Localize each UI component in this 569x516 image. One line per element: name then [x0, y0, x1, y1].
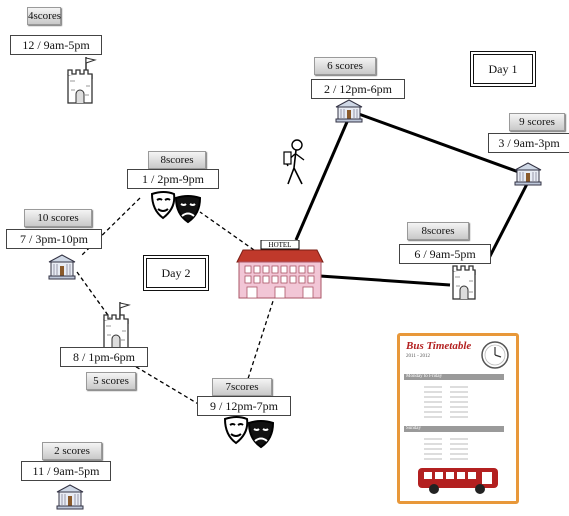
castle-icon: [103, 302, 131, 349]
hiker-icon: [283, 139, 305, 185]
theatre-masks-icon: [150, 191, 202, 224]
timetable-section-weekday: Monday to Friday: [404, 374, 504, 380]
timetable-rows: [424, 438, 468, 460]
route-museum-top-museum-right: [355, 111, 528, 177]
score-castle-topleft: 4scores: [27, 7, 61, 25]
route-theatre-bottom-hotel: [245, 297, 275, 386]
theatre-masks-icon: [223, 416, 275, 449]
timetable-rows: [424, 386, 468, 418]
score-theatre-top: 8scores: [148, 151, 206, 169]
hotel-sign: HOTEL: [269, 241, 292, 249]
timetable-title: Bus Timetable: [406, 340, 472, 352]
day2-label: Day 2: [143, 255, 209, 291]
info-castle-right: 6 / 9am-5pm: [399, 244, 491, 264]
castle-icon: [67, 57, 97, 104]
route-museum-left-castle-left: [76, 271, 111, 319]
score-museum-top: 6 scores: [314, 57, 376, 75]
score-museum-bottom: 2 scores: [42, 442, 102, 460]
info-castle-left: 8 / 1pm-6pm: [60, 347, 148, 367]
museum-icon: [56, 484, 84, 510]
museum-icon: [335, 99, 363, 123]
bus-timetable: Bus Timetable 2011 - 2012 Monday to Frid…: [397, 333, 519, 504]
hotel-icon: HOTEL: [236, 240, 324, 299]
info-theatre-bottom: 9 / 12pm-7pm: [197, 396, 291, 416]
timetable-section-sunday: Sunday: [404, 426, 504, 432]
bus-icon: [418, 468, 498, 494]
museum-icon: [514, 162, 542, 186]
score-museum-right: 9 scores: [509, 113, 565, 131]
route-hotel-museum-top: [294, 114, 352, 241]
info-museum-bottom: 11 / 9am-5pm: [21, 461, 111, 481]
info-museum-left: 7 / 3pm-10pm: [6, 229, 102, 249]
score-theatre-bottom: 7scores: [212, 378, 272, 396]
info-castle-topleft: 12 / 9am-5pm: [10, 35, 102, 55]
info-museum-top: 2 / 12pm-6pm: [311, 79, 405, 99]
castle-icon: [452, 265, 476, 300]
route-museum-right-castle-right: [485, 181, 530, 263]
day1-label: Day 1: [470, 51, 536, 87]
score-castle-right: 8scores: [407, 222, 469, 240]
clock-icon: [481, 341, 509, 369]
route-castle-right-hotel: [319, 274, 451, 287]
info-theatre-top: 1 / 2pm-9pm: [127, 169, 219, 189]
timetable-subtitle: 2011 - 2012: [406, 354, 430, 359]
museum-icon: [48, 254, 76, 280]
score-castle-left: 5 scores: [86, 372, 136, 390]
score-museum-left: 10 scores: [24, 209, 92, 227]
info-museum-right: 3 / 9am-3pm: [488, 133, 569, 153]
